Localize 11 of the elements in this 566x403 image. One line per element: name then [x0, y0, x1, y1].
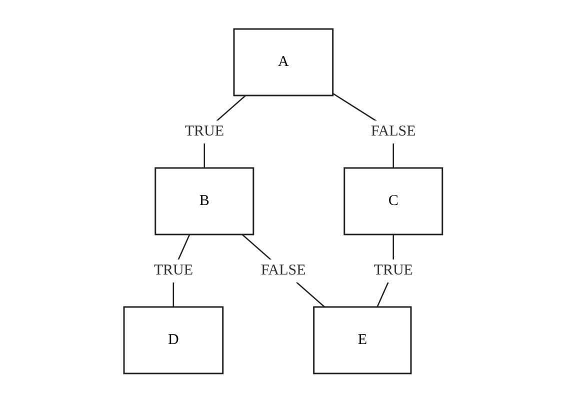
node-box: D: [123, 306, 224, 374]
connector: [242, 234, 325, 308]
edge-label: FALSE: [370, 124, 416, 140]
edge-label: TRUE: [154, 262, 193, 279]
edge-label: TRUE: [184, 124, 224, 140]
node-box: E: [312, 306, 412, 374]
node-box: A: [233, 28, 334, 96]
node-box: C: [343, 168, 443, 236]
edge-label: FALSE: [260, 262, 306, 279]
node-box: B: [154, 168, 254, 236]
edge-label: TRUE: [374, 262, 413, 279]
